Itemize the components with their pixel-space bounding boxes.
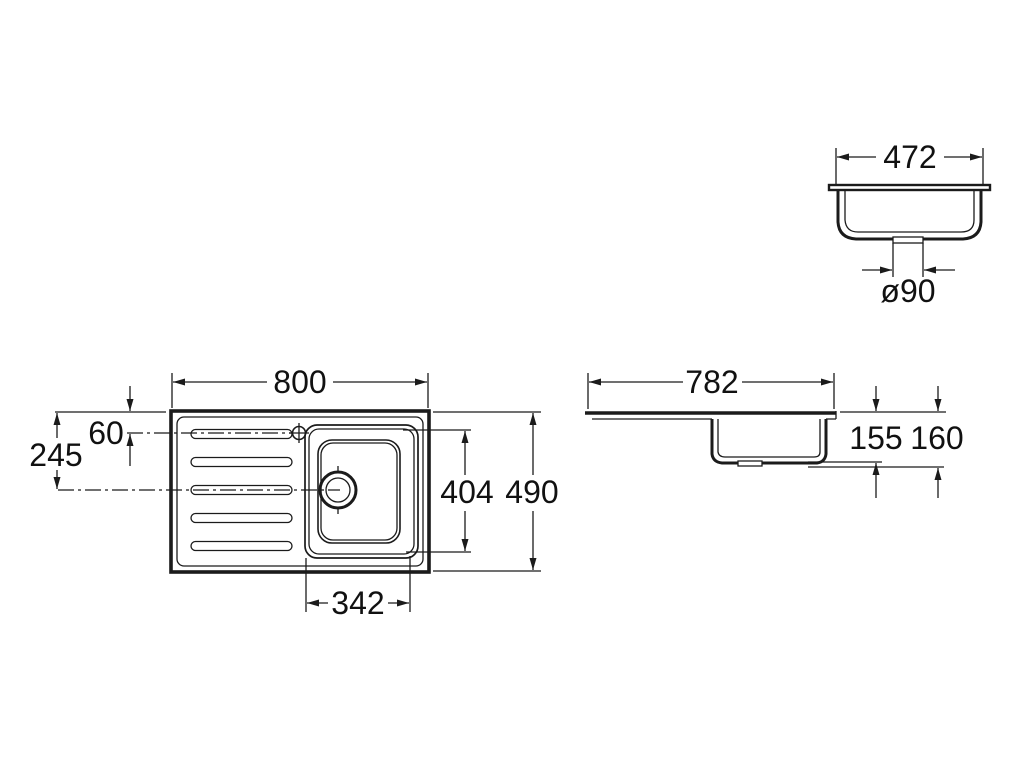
dimension-label: ø90 bbox=[880, 273, 935, 309]
sink-outer-edge bbox=[169, 409, 431, 574]
dimension-width: 490 bbox=[433, 411, 559, 572]
drainer-groove bbox=[190, 484, 293, 496]
dimension-label: 342 bbox=[331, 585, 384, 621]
dimension-label: 782 bbox=[685, 364, 738, 400]
bowl-basin bbox=[317, 439, 401, 544]
dimension-tap-offset: 60 bbox=[88, 386, 134, 466]
drainer-groove bbox=[190, 456, 293, 468]
drain-outlet bbox=[737, 460, 763, 467]
dimension-label: 472 bbox=[883, 139, 936, 175]
tap-hole-crosshair bbox=[289, 423, 309, 443]
dimension-label: 60 bbox=[88, 415, 124, 451]
dimension-drain-offset: 245 bbox=[29, 413, 83, 489]
drain-outlet bbox=[892, 236, 924, 244]
drainer-groove bbox=[190, 428, 293, 440]
bowl-basin-inset bbox=[320, 442, 398, 541]
dimension-label: 245 bbox=[29, 437, 82, 473]
side-view: 782 155 160 bbox=[585, 364, 964, 498]
dimension-side-length: 782 bbox=[587, 364, 835, 409]
bowl-inner-wall bbox=[844, 190, 975, 233]
section-view: 472 ø90 bbox=[827, 139, 992, 309]
plan-view: 245 60 800 404 490 bbox=[29, 364, 558, 621]
dimension-bowl-depth: 155 bbox=[849, 386, 903, 498]
dimension-bowl-width: 342 bbox=[305, 556, 411, 621]
dimension-label: 155 bbox=[849, 420, 902, 456]
dimension-section-width: 472 bbox=[835, 139, 984, 184]
bowl-outer-edge bbox=[304, 424, 419, 559]
drainer-groove bbox=[190, 540, 293, 552]
dimension-label: 160 bbox=[910, 420, 963, 456]
drainer-grooves bbox=[190, 428, 293, 552]
dimension-length: 800 bbox=[171, 364, 429, 408]
dimension-total-depth: 160 bbox=[910, 386, 964, 498]
drainer-groove bbox=[190, 512, 293, 524]
dimension-bowl-length: 404 bbox=[403, 429, 494, 553]
dimension-drain-diameter: ø90 bbox=[862, 243, 955, 309]
dimension-label: 800 bbox=[273, 364, 326, 400]
dimension-label: 404 bbox=[440, 474, 493, 510]
bowl-outer-edge-inset bbox=[308, 428, 415, 555]
bowl-inner-wall bbox=[717, 419, 821, 458]
sink-rim bbox=[827, 183, 992, 192]
drain-hole-inner bbox=[325, 477, 351, 503]
sink-inner-edge bbox=[176, 416, 424, 567]
bowl-outer-wall bbox=[710, 419, 828, 465]
flange-underside bbox=[592, 411, 837, 420]
dimension-label: 490 bbox=[505, 474, 558, 510]
